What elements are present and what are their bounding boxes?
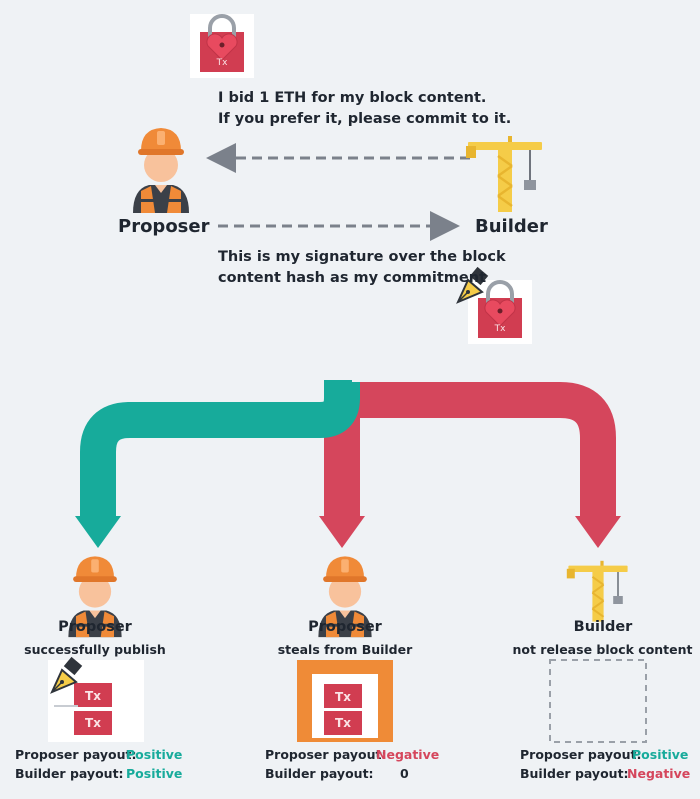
- builder-label: Builder: [475, 216, 548, 237]
- tx-label: Tx: [85, 716, 101, 730]
- proposer-payout-label: Proposer payout:: [265, 747, 387, 762]
- builder-bid-card: Tx: [188, 12, 256, 80]
- proposer-payout-label: Proposer payout:: [520, 747, 642, 762]
- builder-payout-label: Builder payout:: [265, 766, 374, 781]
- arrow-head-left: [75, 516, 121, 548]
- tx-label: Tx: [494, 324, 506, 334]
- proposer-payout-value: Positive: [126, 747, 183, 762]
- stolen-block: [297, 660, 393, 742]
- tx-label: Tx: [335, 716, 351, 730]
- proposer-worker-icon: [133, 128, 189, 213]
- builder-message-line-1: I bid 1 ETH for my block content.: [218, 90, 487, 106]
- builder-payout-value: 0: [400, 766, 409, 781]
- arrow-head-right: [575, 516, 621, 548]
- branch-arrows: [75, 380, 621, 548]
- proposer-message-line-2: content hash as my commitment: [218, 270, 487, 286]
- arrow-head-middle: [319, 516, 365, 548]
- proposer-message-line-1: This is my signature over the block: [218, 249, 506, 265]
- outcome-caption: successfully publish: [24, 642, 166, 657]
- outcome-role: Proposer: [58, 619, 132, 635]
- signed-commitment-card: Tx: [457, 265, 534, 346]
- builder-crane-icon: [464, 134, 544, 214]
- tx-label: Tx: [216, 58, 228, 68]
- published-block: [48, 655, 144, 742]
- proposer-payout-value: Positive: [632, 747, 689, 762]
- builder-payout-label: Builder payout:: [520, 766, 629, 781]
- builder-crane-icon: [565, 559, 629, 623]
- outcome-caption: steals from Builder: [277, 642, 413, 657]
- lock-icon: [188, 12, 256, 80]
- proposer-payout-value: Negative: [376, 747, 440, 762]
- outcome-role: Proposer: [308, 619, 382, 635]
- tx-label: Tx: [335, 690, 351, 704]
- builder-payout-label: Builder payout:: [15, 766, 124, 781]
- builder-payout-value: Negative: [627, 766, 691, 781]
- outcome-role: Builder: [573, 619, 633, 635]
- builder-message-line-2: If you prefer it, please commit to it.: [218, 111, 512, 127]
- empty-block: [549, 659, 647, 743]
- builder-payout-value: Positive: [126, 766, 183, 781]
- tx-label: Tx: [85, 689, 101, 703]
- proposer-payout-label: Proposer payout:: [15, 747, 137, 762]
- outcome-caption: not release block content: [512, 642, 693, 657]
- proposer-label: Proposer: [118, 216, 210, 237]
